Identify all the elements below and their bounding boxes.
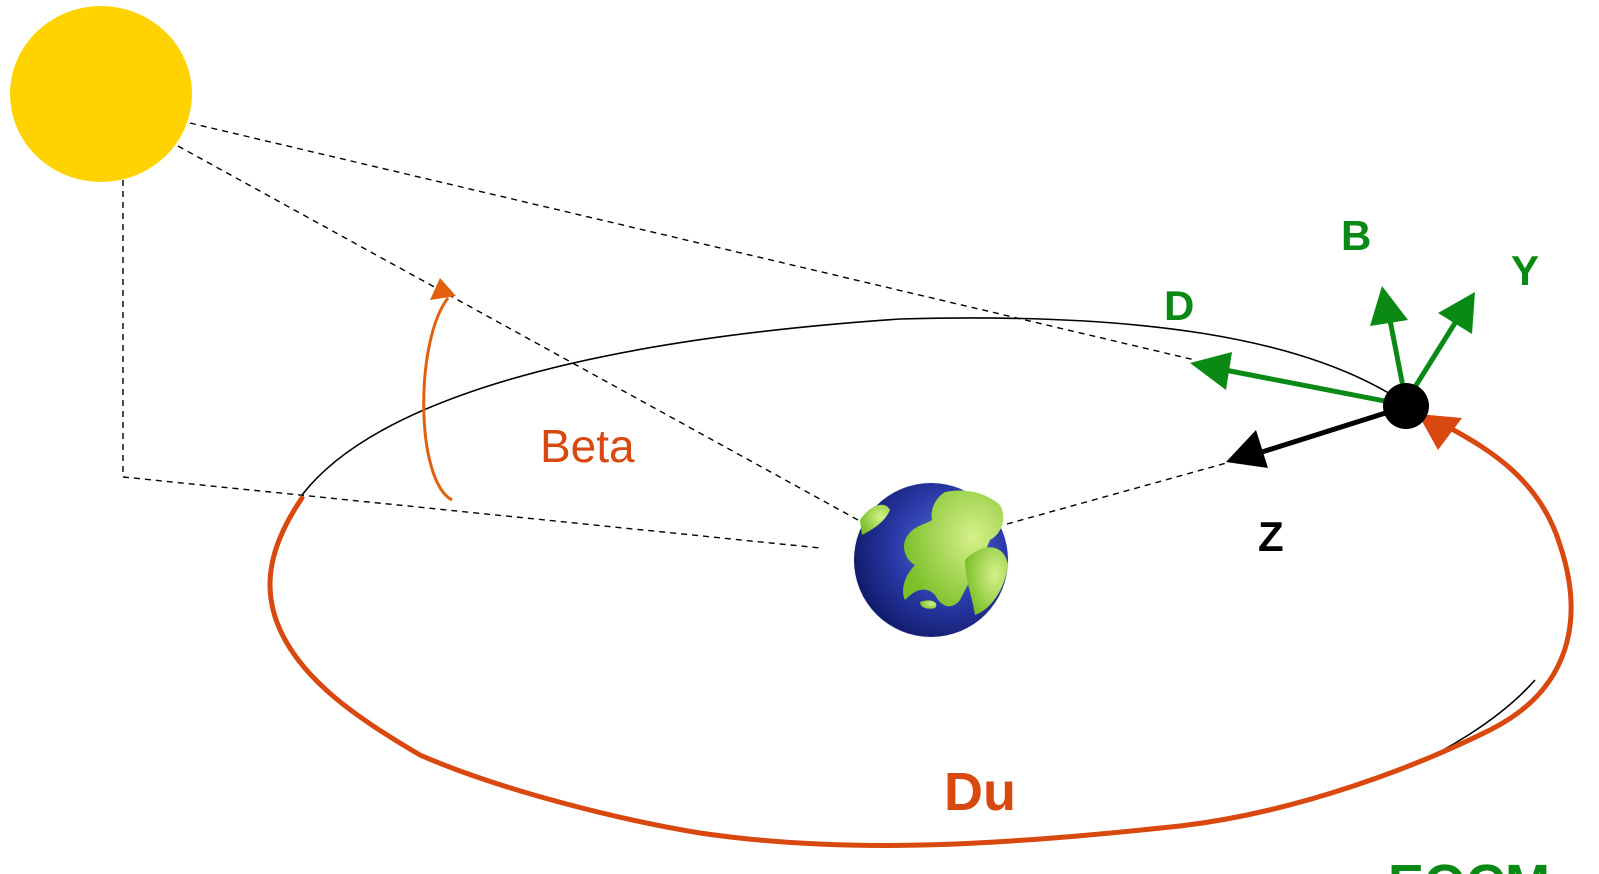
d-label: D (1164, 282, 1194, 329)
beta-angle-arc (422, 297, 453, 502)
y-axis-arrow (1407, 321, 1458, 397)
b-arrowhead (1370, 286, 1408, 326)
b-axis-arrow (1387, 319, 1407, 393)
d-axis-arrow (1224, 367, 1401, 407)
sun-icon (10, 6, 192, 182)
z-label: Z (1258, 513, 1284, 560)
beta-arrowhead (430, 278, 456, 300)
cut-off-label: EOCM (1388, 854, 1550, 874)
du-label: Du (944, 762, 1016, 822)
d-arrowhead (1190, 352, 1232, 390)
y-label: Y (1511, 247, 1539, 294)
z-axis-arrow (1261, 407, 1396, 455)
earth-icon (853, 482, 1009, 638)
du-orbit-arc (267, 425, 1574, 849)
b-label: B (1341, 212, 1371, 259)
sun-projection-lines (122, 122, 1231, 549)
satellite-icon (1383, 383, 1429, 429)
du-arrowhead (1418, 414, 1462, 450)
z-arrowhead (1226, 430, 1268, 468)
y-arrowhead (1438, 292, 1475, 334)
beta-label: Beta (540, 420, 635, 472)
